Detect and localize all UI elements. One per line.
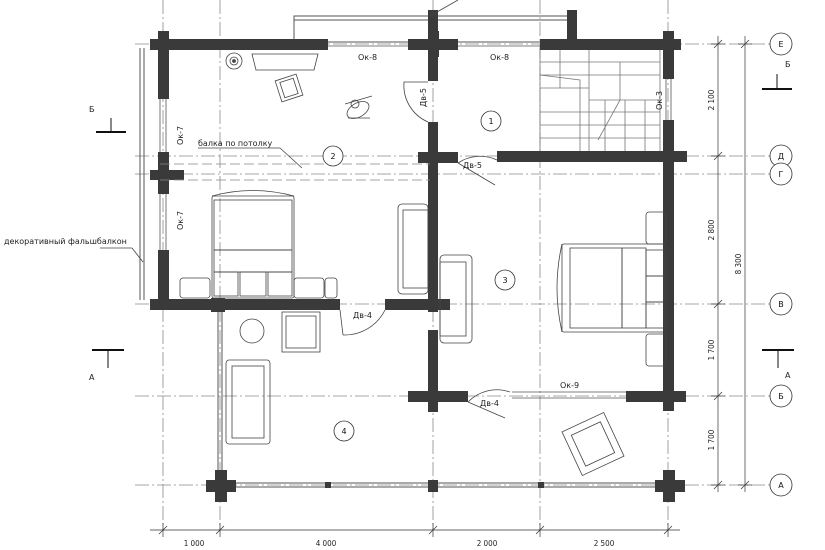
dim-bottom-3: 2 000 xyxy=(477,539,498,548)
room-1-number: 1 xyxy=(488,117,493,126)
axis-label-d: Д xyxy=(778,152,784,161)
section-mark-left-b: Б xyxy=(89,105,95,114)
axis-label-g: Г xyxy=(779,170,784,179)
axis-label-a: А xyxy=(778,481,784,490)
door-label-db5-right: Дв-5 xyxy=(463,161,482,170)
beam-note: балка по потолку xyxy=(198,139,273,148)
window-label-ok8-left: Ок-8 xyxy=(358,53,377,62)
window-label-ok7-top: Ок-7 xyxy=(176,126,185,145)
section-mark-right-b: Б xyxy=(785,60,791,69)
dim-right-3: 1 700 xyxy=(707,339,716,360)
axis-lines xyxy=(135,0,770,530)
dim-bottom-4: 2 500 xyxy=(594,539,615,548)
room-2-number: 2 xyxy=(330,152,335,161)
door-label-db4-right: Дв-4 xyxy=(480,399,499,408)
door-label-db4-left: Дв-4 xyxy=(353,311,372,320)
window-label-ok7-bottom: Ок-7 xyxy=(176,211,185,230)
dim-bottom-2: 4 000 xyxy=(316,539,337,548)
dim-bottom-1: 1 000 xyxy=(184,539,205,548)
dim-right-4: 1 700 xyxy=(707,429,716,450)
door-label-db5-top: Дв-5 xyxy=(419,88,428,107)
window-label-ok3: Ок-3 xyxy=(655,91,664,110)
furniture xyxy=(100,0,667,477)
room-4-number: 4 xyxy=(341,427,346,436)
staircase xyxy=(539,47,661,153)
windows xyxy=(159,41,672,399)
doors xyxy=(339,81,511,419)
section-mark-left-a: А xyxy=(89,373,95,382)
axis-bubbles xyxy=(769,32,793,497)
axis-label-e: Е xyxy=(778,40,783,49)
balcony-note: декоративный фальшбалкон xyxy=(4,237,127,246)
dim-right-1: 2 100 xyxy=(707,89,716,110)
window-label-ok9: Ок-9 xyxy=(560,381,579,390)
window-label-ok8-right: Ок-8 xyxy=(490,53,509,62)
axis-label-v: В xyxy=(778,300,784,309)
section-marks xyxy=(92,74,794,368)
room-bubbles xyxy=(322,110,516,442)
walls xyxy=(150,10,687,502)
dimension-lines xyxy=(150,36,752,537)
dim-right-total: 8 300 xyxy=(734,253,743,274)
axis-label-b: Б xyxy=(778,392,784,401)
dim-right-2: 2 800 xyxy=(707,219,716,240)
room-3-number: 3 xyxy=(502,276,507,285)
section-mark-right-a: А xyxy=(785,371,791,380)
